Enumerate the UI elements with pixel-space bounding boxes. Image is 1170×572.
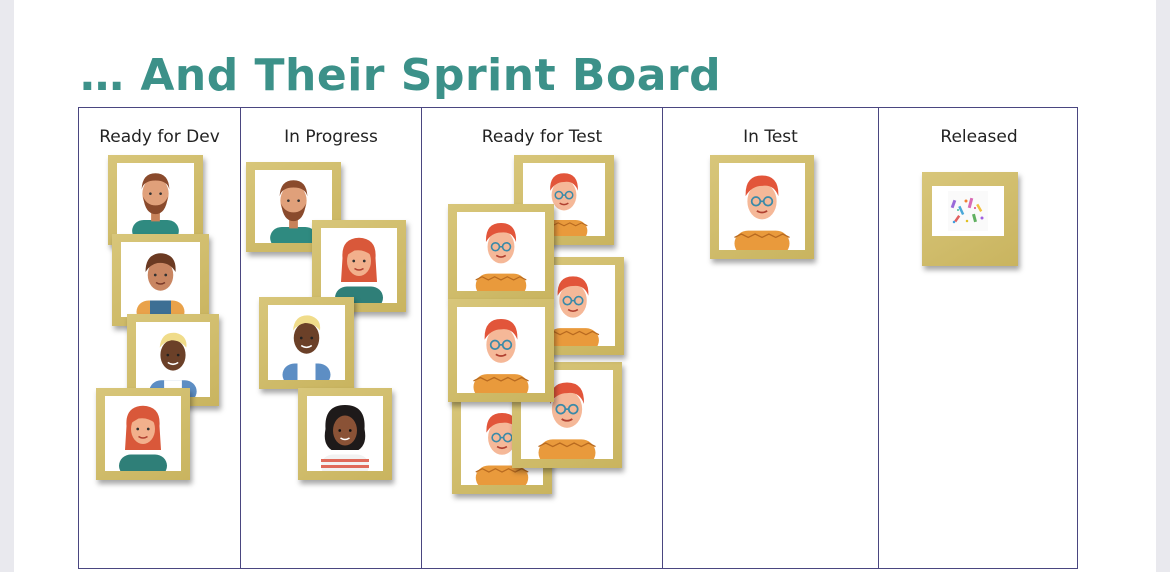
column-label: In Test — [743, 127, 798, 147]
confetti-icon — [932, 186, 1004, 236]
column-in-progress: In Progress — [241, 108, 422, 568]
sticky-note[interactable] — [112, 234, 209, 326]
column-in-test: In Test — [663, 108, 879, 568]
column-label: Ready for Dev — [99, 127, 220, 147]
blond-man-avatar — [136, 322, 210, 397]
blond-man-avatar — [268, 305, 345, 380]
curly-woman-avatar — [121, 242, 200, 317]
red-haired-glasses-man-avatar — [457, 212, 545, 291]
sticky-note[interactable] — [710, 155, 814, 259]
column-ready-for-dev: Ready for Dev — [79, 108, 241, 568]
red-haired-woman-avatar — [105, 396, 181, 471]
sticky-note[interactable] — [922, 172, 1018, 266]
sticky-note[interactable] — [448, 204, 554, 300]
sticky-note[interactable] — [108, 155, 203, 245]
sticky-note[interactable] — [259, 297, 354, 389]
column-label: Released — [940, 127, 1018, 147]
sticky-note[interactable] — [298, 388, 392, 480]
sticky-note[interactable] — [96, 388, 190, 480]
bearded-man-avatar — [117, 163, 194, 236]
red-haired-glasses-man-avatar — [719, 163, 805, 250]
sticky-note[interactable] — [512, 362, 622, 468]
curly-black-woman-avatar — [307, 396, 383, 471]
red-haired-glasses-man-avatar — [457, 307, 545, 393]
sprint-board: Ready for Dev In Progress Ready for Test… — [78, 107, 1078, 569]
column-label: In Progress — [284, 127, 378, 147]
sticky-note[interactable] — [448, 299, 554, 402]
sticky-note[interactable] — [312, 220, 406, 312]
page-title: … And Their Sprint Board — [80, 50, 722, 101]
red-haired-woman-avatar — [321, 228, 397, 303]
column-ready-for-test: Ready for Test — [422, 108, 663, 568]
column-label: Ready for Test — [481, 127, 603, 147]
column-released: Released — [879, 108, 1079, 568]
